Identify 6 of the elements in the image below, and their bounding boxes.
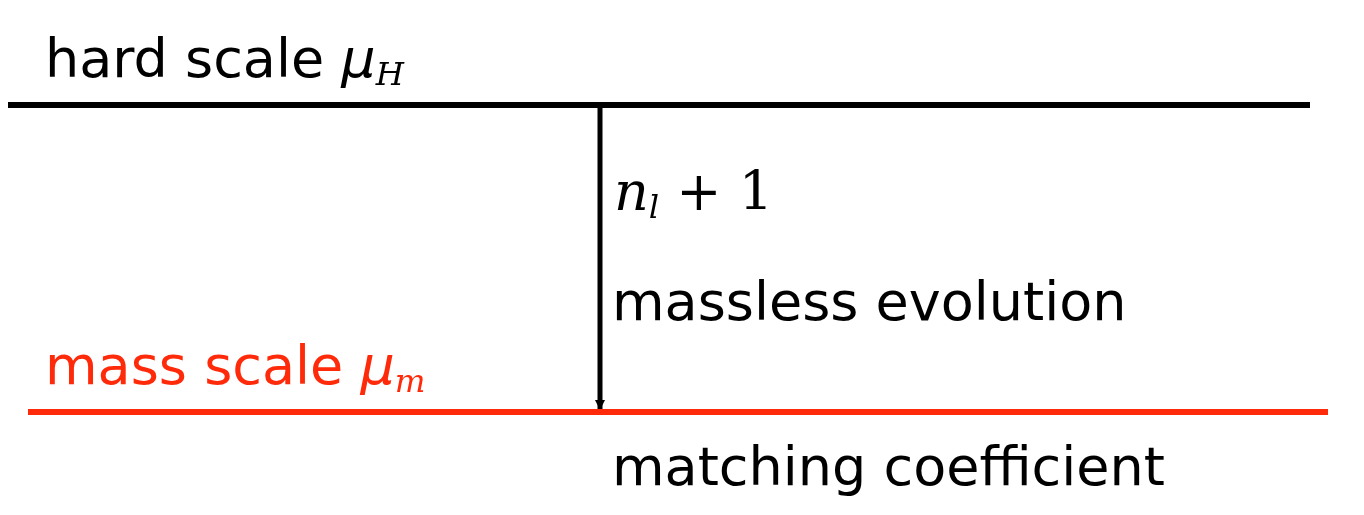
annotation-text: massless evolution bbox=[612, 275, 1127, 329]
scale-label: hard scale μ$_{H}$ bbox=[45, 31, 404, 90]
scale-label: mass scale μ$_{m}$ bbox=[45, 338, 426, 397]
flavor-number-label: n$_{l}$ + 1 bbox=[614, 165, 774, 224]
arrow bbox=[595, 108, 605, 410]
annotation-text: matching coefficient bbox=[612, 440, 1165, 494]
